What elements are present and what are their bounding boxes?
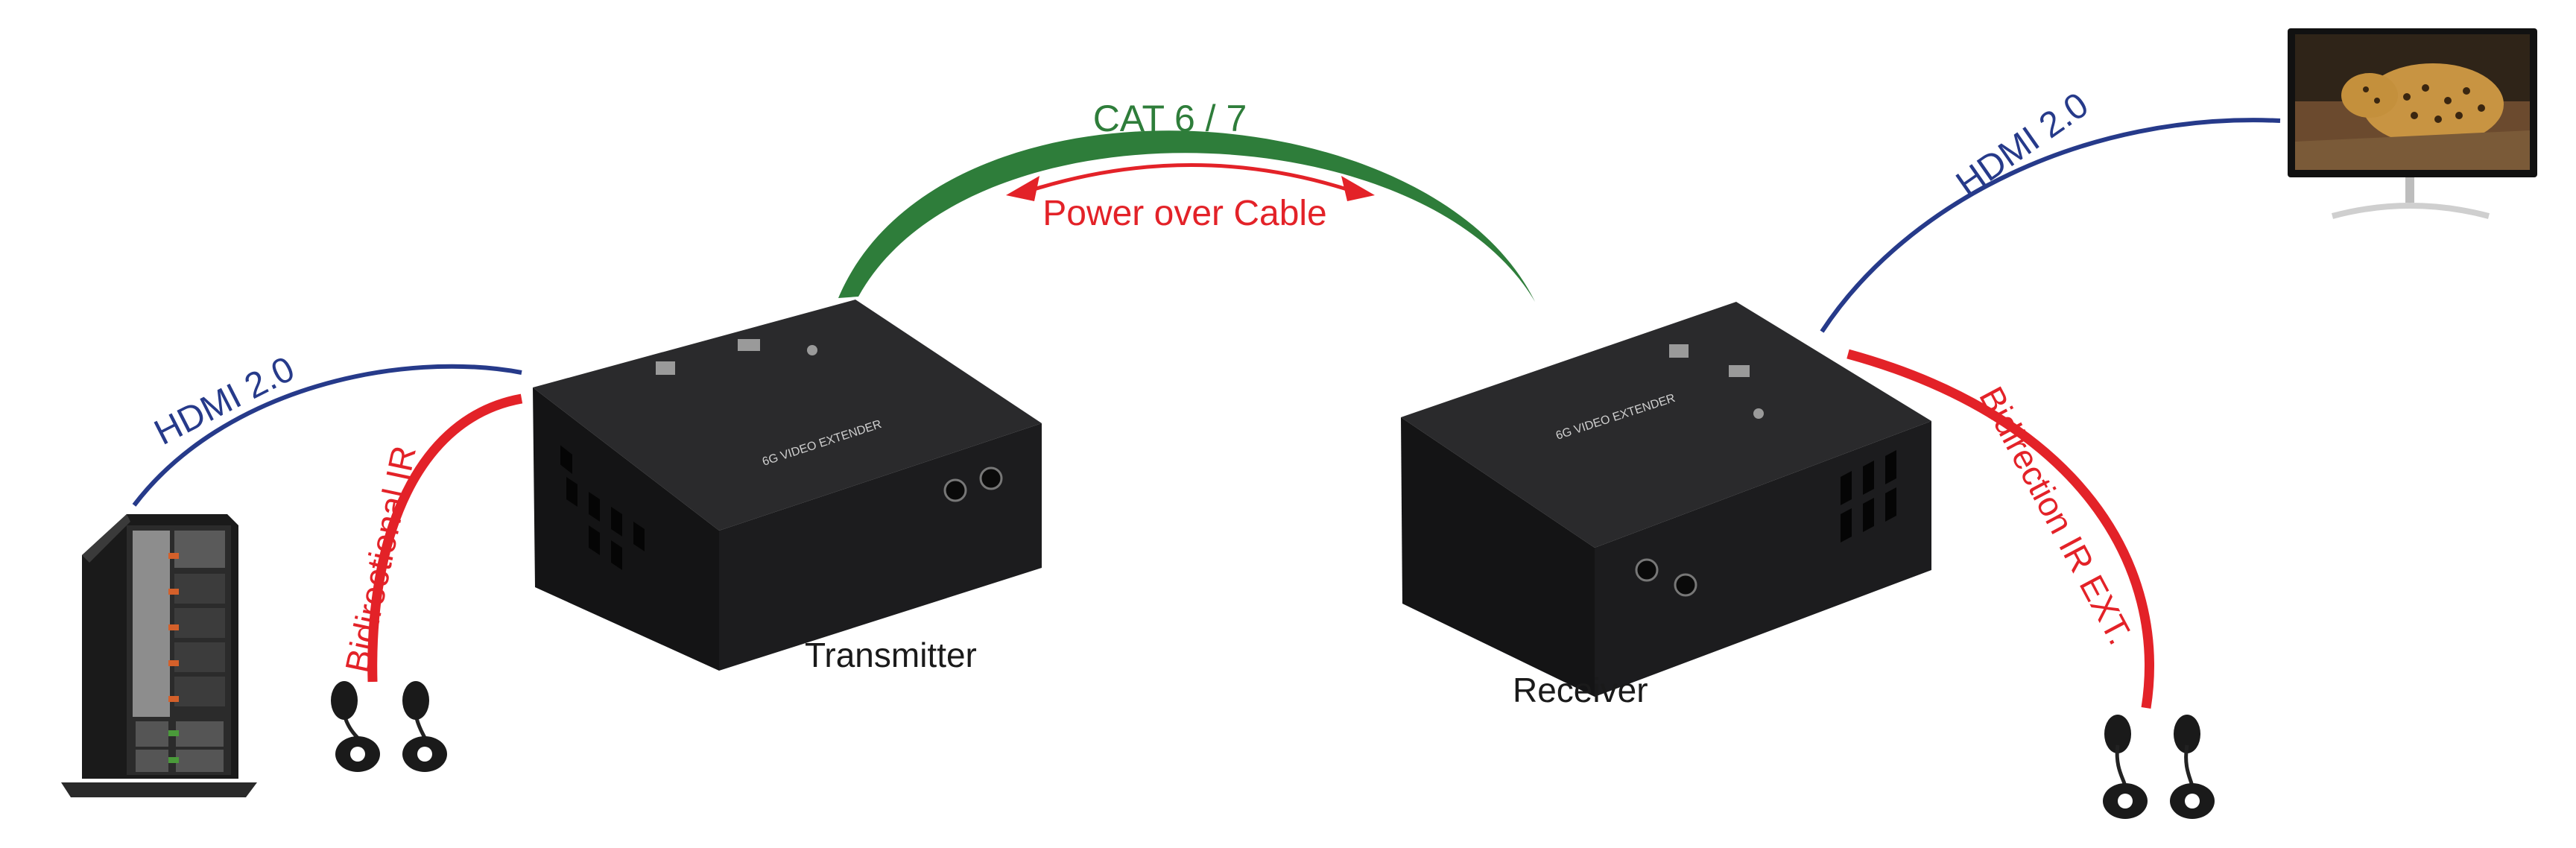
transmitter-port-2: [979, 466, 1003, 490]
cat-label: CAT 6 / 7: [1093, 98, 1247, 139]
monitor-icon: [2288, 28, 2537, 219]
receiver-label: Receiver: [1513, 671, 1648, 709]
ir-emitter-pair-left-icon: [331, 681, 447, 772]
hdmi-cable-left: [132, 364, 522, 507]
ir-emitter-pair-right-icon: [2103, 715, 2215, 819]
receiver-port-1: [1635, 558, 1659, 582]
receiver-device: 6G VIDEO EXTENDER: [1401, 302, 1931, 697]
hdmi-label-right: HDMI 2.0: [1949, 85, 2095, 204]
transmitter-port-1: [943, 478, 967, 502]
transmitter-device: 6G VIDEO EXTENDER: [533, 300, 1042, 671]
receiver-port-2: [1674, 573, 1697, 597]
ir-cable-right: [1846, 349, 2154, 709]
power-arrow: [1006, 163, 1375, 201]
server-tower-icon: [61, 514, 257, 797]
transmitter-label: Transmitter: [805, 636, 977, 674]
cat-cable-arc: [838, 130, 1535, 302]
hdmi-cable-right: [1820, 118, 2281, 333]
ir-label-left: Bidirectional IR: [338, 443, 423, 676]
power-label: Power over Cable: [1042, 194, 1327, 233]
ir-label-right: Bidirection IR EXT.: [1972, 380, 2140, 651]
ir-cable-left: [367, 393, 523, 683]
